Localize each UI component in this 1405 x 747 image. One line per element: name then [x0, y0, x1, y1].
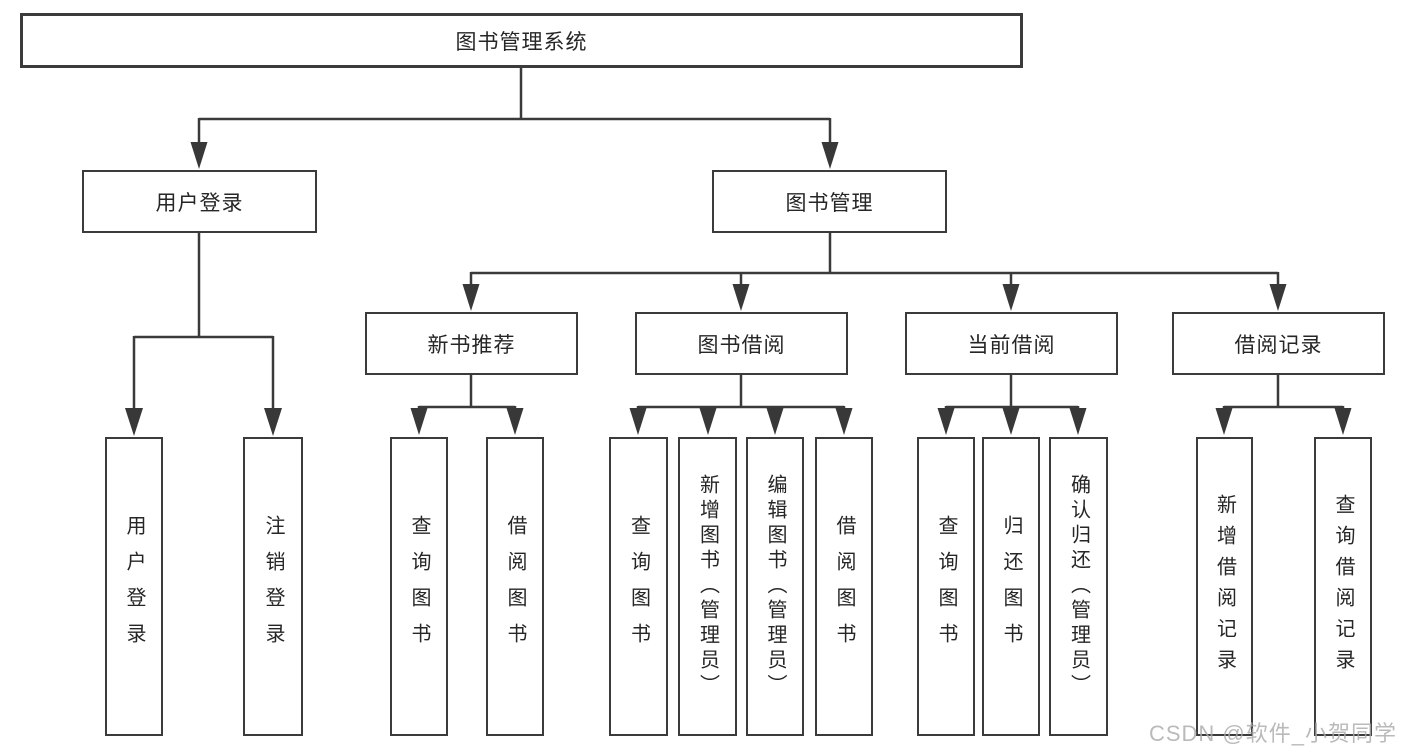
node-label: 查询图书: [408, 514, 430, 659]
node-label: 查询借阅记录: [1332, 493, 1354, 680]
node-label: 借阅图书: [833, 514, 855, 659]
node-label: 新书推荐: [427, 333, 516, 357]
node-leaf-edit-book-admin: 编辑图书（管理员）: [746, 437, 804, 736]
node-leaf-return-books: 归还图书: [982, 437, 1040, 736]
node-label: 归还图书: [1000, 514, 1022, 659]
node-leaf-user-login: 用户登录: [105, 437, 163, 736]
node-book-borrowing: 图书借阅: [635, 312, 848, 375]
node-borrowing-records: 借阅记录: [1172, 312, 1385, 375]
node-label: 查询图书: [935, 514, 957, 659]
node-leaf-query-books-2: 查询图书: [609, 437, 668, 736]
node-label: 借阅图书: [504, 514, 526, 659]
node-label: 图书管理: [785, 191, 874, 215]
node-leaf-borrow-books-1: 借阅图书: [486, 437, 544, 736]
node-leaf-confirm-return-admin: 确认归还（管理员）: [1049, 437, 1108, 736]
node-label: 用户登录: [123, 514, 145, 659]
node-leaf-add-borrow-record: 新增借阅记录: [1196, 437, 1253, 736]
node-label: 确认归还（管理员）: [1067, 474, 1090, 699]
node-book-management: 图书管理: [712, 170, 947, 233]
node-label: 编辑图书（管理员）: [764, 474, 786, 699]
node-leaf-borrow-books-2: 借阅图书: [815, 437, 873, 736]
node-label: 图书管理系统: [455, 30, 588, 54]
node-label: 图书借阅: [697, 333, 786, 357]
node-current-borrowing: 当前借阅: [905, 312, 1118, 375]
node-label: 新增图书（管理员）: [696, 474, 719, 699]
node-user-login: 用户登录: [82, 170, 317, 233]
node-label: 注销登录: [262, 514, 284, 659]
node-label: 新增借阅记录: [1213, 493, 1236, 680]
node-library-management-system: 图书管理系统: [20, 13, 1023, 68]
csdn-watermark: CSDN @软件_小贺同学: [1148, 721, 1397, 746]
node-leaf-query-borrow-record: 查询借阅记录: [1314, 437, 1372, 736]
node-leaf-logout: 注销登录: [243, 437, 303, 736]
node-leaf-query-books-1: 查询图书: [390, 437, 448, 736]
node-label: 用户登录: [155, 191, 244, 215]
node-leaf-query-books-3: 查询图书: [917, 437, 975, 736]
node-label: 借阅记录: [1234, 333, 1323, 357]
node-new-book-recommend: 新书推荐: [365, 312, 578, 375]
node-label: 查询图书: [627, 514, 650, 659]
node-label: 当前借阅: [967, 333, 1056, 357]
node-leaf-add-book-admin: 新增图书（管理员）: [678, 437, 737, 736]
